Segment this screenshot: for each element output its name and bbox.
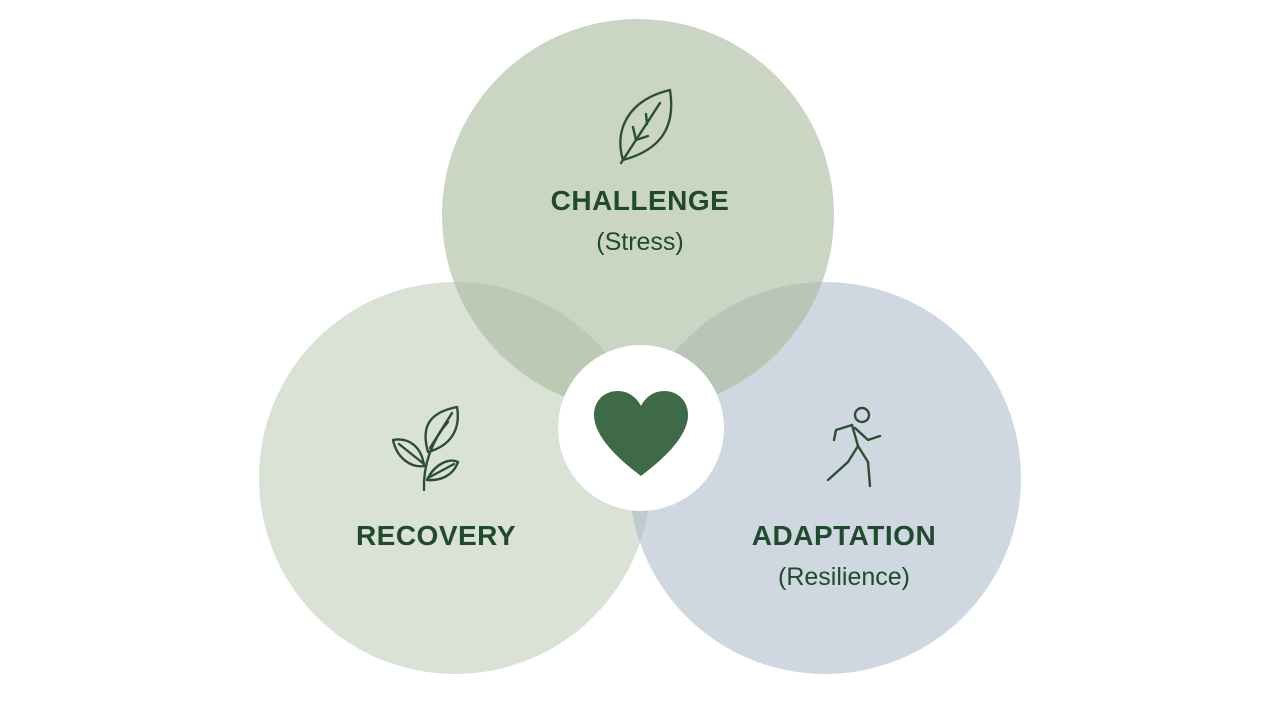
challenge-title: CHALLENGE bbox=[551, 185, 730, 216]
heart-icon bbox=[594, 391, 688, 476]
leaf-icon bbox=[619, 88, 673, 165]
runner-icon bbox=[826, 406, 882, 488]
adaptation-title: ADAPTATION bbox=[752, 520, 936, 551]
adaptation-subtitle: (Resilience) bbox=[778, 563, 910, 591]
challenge-subtitle: (Stress) bbox=[596, 228, 684, 256]
sprout-icon bbox=[391, 405, 460, 492]
recovery-title: RECOVERY bbox=[356, 520, 516, 551]
challenge-circle bbox=[442, 19, 834, 411]
